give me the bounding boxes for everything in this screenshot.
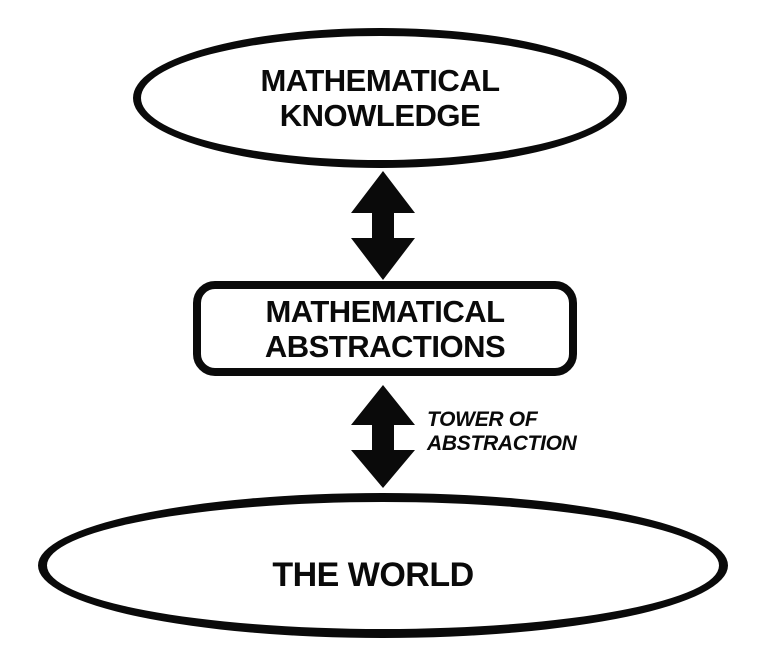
node-mathematical-abstractions-label: MATHEMATICAL ABSTRACTIONS: [264, 293, 506, 364]
double-arrow-icon: [351, 385, 415, 488]
node-mathematical-abstractions: MATHEMATICAL ABSTRACTIONS: [193, 281, 577, 376]
node-the-world: THE WORLD: [38, 493, 728, 638]
node-the-world-label: THE WORLD: [272, 555, 474, 594]
tower-of-abstraction-label: TOWER OF ABSTRACTION: [427, 408, 577, 455]
node-mathematical-knowledge: MATHEMATICAL KNOWLEDGE: [133, 28, 627, 168]
double-arrow-icon: [351, 171, 415, 280]
node-mathematical-knowledge-label: MATHEMATICAL KNOWLEDGE: [260, 63, 500, 133]
